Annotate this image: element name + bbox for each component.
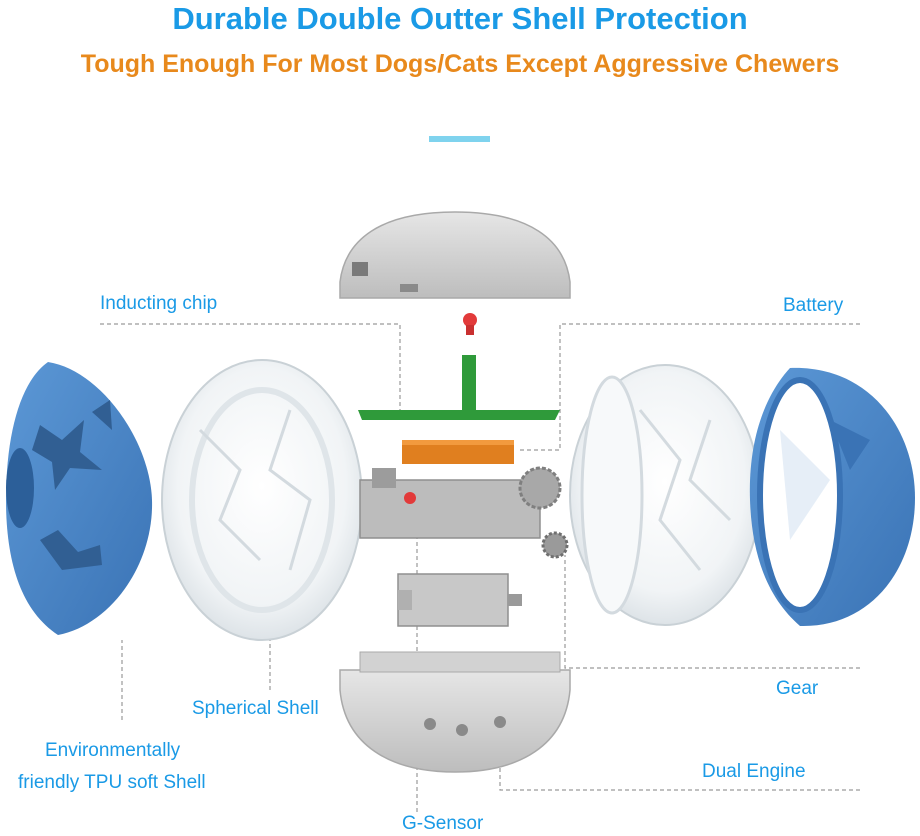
label-inducting-chip: Inducting chip [100, 293, 218, 314]
tpu-shell-half-icon [6, 362, 153, 635]
label-dual-engine: Dual Engine [702, 761, 806, 782]
label-tpu-shell-line2: friendly TPU soft Shell [18, 772, 206, 793]
clear-shell-half-icon [569, 364, 761, 626]
label-gear: Gear [776, 678, 819, 699]
leader-inducting-chip [100, 323, 401, 418]
label-g-sensor: G-Sensor [402, 813, 484, 834]
accent-bar [429, 136, 490, 142]
top-cap-icon [339, 211, 571, 299]
pcb-icon [358, 355, 560, 420]
clear-shell-half-icon [161, 359, 363, 641]
gearbox-icon [359, 466, 569, 559]
motor-icon [397, 573, 522, 627]
led-icon [463, 313, 477, 335]
label-battery: Battery [783, 295, 844, 316]
battery-icon [402, 440, 514, 464]
leader-battery [520, 323, 860, 451]
label-tpu-shell-line1: Environmentally [45, 740, 181, 761]
label-spherical-shell: Spherical Shell [192, 698, 319, 719]
page-title: Durable Double Outter Shell Protection [172, 1, 748, 36]
leader-gear [564, 555, 860, 669]
page-subtitle: Tough Enough For Most Dogs/Cats Except A… [80, 50, 840, 78]
bottom-housing-icon [339, 651, 571, 773]
tpu-shell-half-icon [749, 367, 915, 627]
